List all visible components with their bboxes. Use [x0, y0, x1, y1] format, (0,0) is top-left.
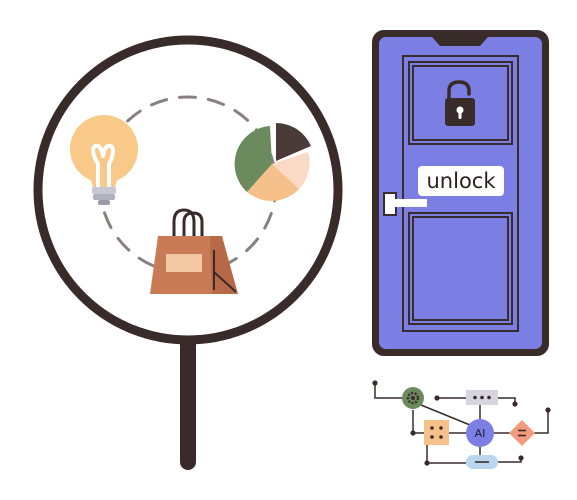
door-handle [383, 192, 427, 216]
ellipsis-icon [473, 395, 491, 400]
smartphone: unlock [372, 30, 549, 356]
unlocked-padlock-icon [445, 80, 475, 126]
equals-icon [518, 429, 526, 437]
minus-node [466, 455, 498, 469]
unlock-label-box [418, 166, 504, 196]
grid-node [424, 420, 449, 445]
gear-node [402, 387, 424, 409]
unlock-label-text: unlock [426, 169, 496, 193]
phone-notch [432, 37, 488, 46]
gear-icon [406, 391, 420, 405]
lightbulb-icon [70, 115, 138, 205]
dots-grid-icon [430, 426, 443, 439]
ai-node-label: AI [475, 427, 486, 440]
ai-node: AI [466, 419, 494, 447]
workflow-diagram: AI [372, 380, 551, 469]
pie-chart-icon [234, 122, 311, 201]
unlock-label: unlock [418, 166, 504, 196]
door [402, 55, 519, 332]
shopping-bag-icon [150, 208, 238, 294]
equals-node [509, 420, 535, 446]
menu-dots-node [466, 390, 498, 405]
magnifier-lens [33, 35, 343, 345]
workflow-connector-dots [372, 380, 551, 466]
